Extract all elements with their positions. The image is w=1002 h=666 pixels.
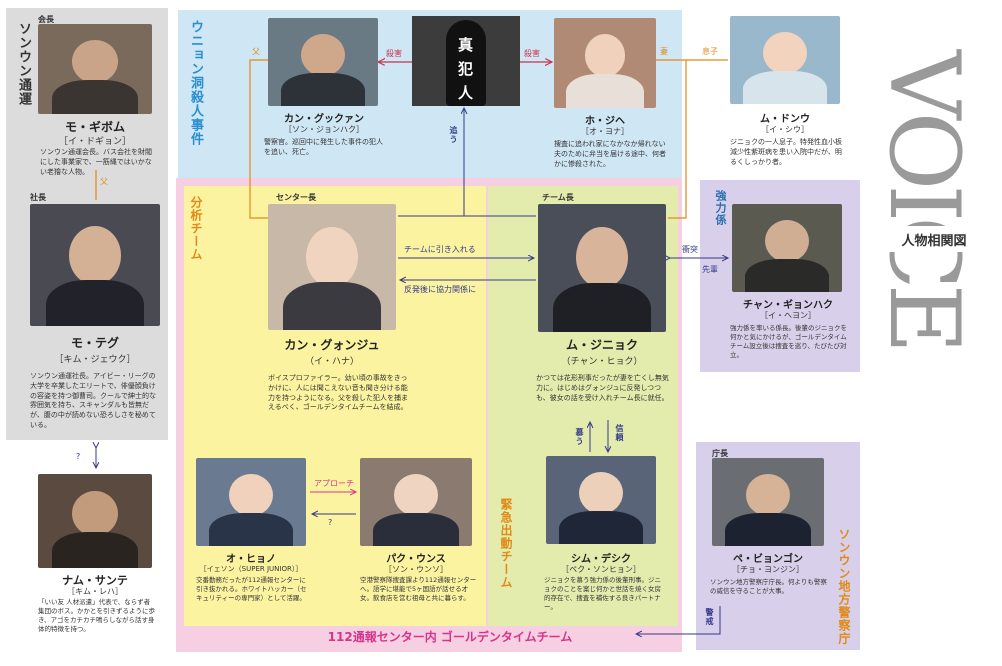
gukuan-gwonju-father-line <box>249 59 268 219</box>
rel-trust: 信頼 <box>615 424 624 442</box>
desc-paku-unsu: 空港警察隊捜査課より112通報センターへ。語学に堪能で5ヶ国語が話せる才女。飲食… <box>360 576 477 603</box>
section-sonun: ソンウン通運 <box>16 22 31 106</box>
section-golden-time: 112通報センター内 ゴールデンタイムチーム <box>327 630 573 644</box>
photo-kang-gwonju <box>268 204 396 330</box>
culprit-char-2: 犯 <box>458 60 474 78</box>
desc-kang-gwonju: ボイスプロファイラー。幼い頃の事故をきっかけに、人には聞こえない音も聞き分ける能… <box>268 374 408 412</box>
desc-ho-jihe: 捜査に追われ家になかなか帰れない夫のために弁当を届ける途中、何者かに惨殺された。 <box>554 140 666 168</box>
reading-chan-gyonhak: ［イ・ヘヨン］ <box>760 311 816 320</box>
name-shim-deshiku: シム・デシク <box>571 554 631 565</box>
wife-line <box>655 59 687 219</box>
name-paku-unsu: パク・ウンス <box>386 554 446 565</box>
reading-nam-sante: ［キム・レハ］ <box>67 587 123 596</box>
reading-o-hyono: ［イェソン（SUPER JUNIOR）］ <box>199 565 303 573</box>
desc-nam-sante: 「いい友 人材派遣」代表で、ならず者集団のボス。かかとを引きずるように歩き、アゴ… <box>38 598 155 634</box>
desc-pe-byongon: ソンウン地方警察庁庁長。何よりも警察の威信を守ることが大事。 <box>710 578 827 596</box>
culprit-silhouette: 真 犯 人 <box>446 20 486 106</box>
rel-clash: 衝突 <box>682 245 698 254</box>
desc-chan-gyonhak: 強力係を率いる係長。後輩のジニョクを何かと気にかけるが、ゴールデンタイムチーム設… <box>730 324 847 360</box>
culprit-char-3: 人 <box>458 84 474 102</box>
photo-pe-byongon <box>712 458 824 546</box>
section-strong-crime: 強力係 <box>714 190 727 226</box>
name-chan-gyonhak: チャン・ギョンハク <box>743 300 833 311</box>
culprit-char-1: 真 <box>458 36 474 54</box>
photo-mo-gibom <box>38 24 152 114</box>
desc-mu-jinyok: かつては花形刑事だったが妻を亡くし無気力に。はじめはグォンジュに反発しつつも、彼… <box>536 374 669 402</box>
desc-mo-tegu: ソンウン通運社長。アイビー・リーグの大学を卒業したエリートで、俳優顔負けの容姿を… <box>30 372 156 429</box>
voice-title: VOICE <box>868 50 980 348</box>
rel-kill-left: 殺害 <box>386 49 402 58</box>
photo-mu-donu <box>730 16 840 104</box>
role-pe-byongon: 庁長 <box>712 449 728 458</box>
rel-question-unsu: ? <box>328 518 333 527</box>
reading-mo-tegu: ［キム・ジェウク］ <box>54 355 136 365</box>
photo-ho-jihe <box>554 18 656 108</box>
reading-shim-deshiku: ［ペク・ソンヒョン］ <box>561 565 641 574</box>
name-mo-gibom: モ・ギボム <box>64 120 125 134</box>
name-o-hyono: オ・ヒョノ <box>226 554 276 565</box>
name-ho-jihe: ホ・ジヘ <box>585 116 625 127</box>
photo-o-hyono <box>196 458 306 546</box>
photo-shim-deshiku <box>546 456 656 544</box>
reading-kang-gukuan: ［ソン・ジョンハク］ <box>284 125 364 134</box>
section-regional-police: ソンウン地方警察庁 <box>837 528 851 645</box>
rel-father-gukuan: 父 <box>252 47 260 56</box>
photo-mo-tegu <box>30 204 160 326</box>
rel-wife: 妻 <box>660 47 668 56</box>
reading-kang-gwonju: （イ・ハナ） <box>304 357 359 367</box>
rel-chase: 追う <box>449 126 458 144</box>
role-mo-gibom: 会長 <box>38 15 54 24</box>
name-kang-gukuan: カン・グックァン <box>284 114 364 125</box>
rel-question-sante: ? <box>76 452 81 461</box>
rel-admire: 慕う <box>575 428 584 446</box>
rel-warn: 警戒 <box>705 608 714 626</box>
name-pe-byongon: ペ・ビョンゴン <box>733 554 803 565</box>
role-mo-tegu: 社長 <box>30 193 46 202</box>
desc-mo-gibom: ソンウン通運会長。バス会社を財閥にした事業家で、一筋縄ではいかない老獪な人物。 <box>40 148 152 176</box>
desc-shim-deshiku: ジニョクを慕う強力係の後輩刑事。ジニョクのことを案じ何かと世話を焼く女房的存在で… <box>544 576 661 612</box>
rel-approach: アプローチ <box>314 479 354 488</box>
name-kang-gwonju: カン・グォンジュ <box>284 338 380 352</box>
photo-nam-sante <box>38 474 152 568</box>
photo-paku-unsu <box>360 458 472 546</box>
reading-pe-byongon: ［チョ・ヨンジン］ <box>732 565 804 574</box>
section-emergency-team: 緊急出動チーム <box>499 498 513 589</box>
desc-o-hyono: 交番勤務だったが112通報センターに引き抜かれる。ホワイトハッカー（セキュリティ… <box>196 576 307 603</box>
name-mu-donu: ム・ドンウ <box>760 114 810 125</box>
rel-son: 息子 <box>702 47 718 56</box>
role-kang-gwonju: センター長 <box>276 193 316 202</box>
reading-ho-jihe: ［オ・ヨナ］ <box>581 127 629 136</box>
rel-recruit: チームに引き入れる <box>404 245 476 254</box>
reading-mo-gibom: ［イ・ドギョン］ <box>58 137 131 147</box>
photo-chan-gyonhak <box>732 204 842 292</box>
warn-arrow <box>636 606 721 634</box>
rel-kill-right: 殺害 <box>524 49 540 58</box>
photo-mu-jinyok <box>538 204 666 332</box>
photo-kang-gukuan <box>268 18 378 106</box>
name-mu-jinyok: ム・ジニョク <box>565 338 638 352</box>
section-unyon-case: ウニョン洞殺人事件 <box>188 20 203 146</box>
desc-mu-donu: ジニョクの一人息子。特発性血小板減少性紫斑病を患い入院中だが、明るくしっかり者。 <box>730 138 842 166</box>
chart-subtitle: 人物相関図 <box>872 226 996 252</box>
reading-mu-donu: ［イ・シウ］ <box>761 125 809 134</box>
reading-paku-unsu: ［ソン・ウンソ］ <box>384 565 448 574</box>
section-analysis-team: 分析チーム <box>189 196 203 261</box>
desc-kang-gukuan: 警察官。巡回中に発生した事件の犯人を追い、死亡。 <box>264 138 383 156</box>
name-mo-tegu: モ・テグ <box>70 336 119 350</box>
role-mu-jinyok: チーム長 <box>542 193 574 202</box>
rel-senior: 先輩 <box>702 265 718 274</box>
rel-cooperate: 反発後に協力関係に <box>404 285 476 294</box>
reading-mu-jinyok: （チャン・ヒョク） <box>561 357 643 367</box>
rel-father-sonun: 父 <box>100 177 108 186</box>
name-nam-sante: ナム・サンテ <box>62 574 128 587</box>
